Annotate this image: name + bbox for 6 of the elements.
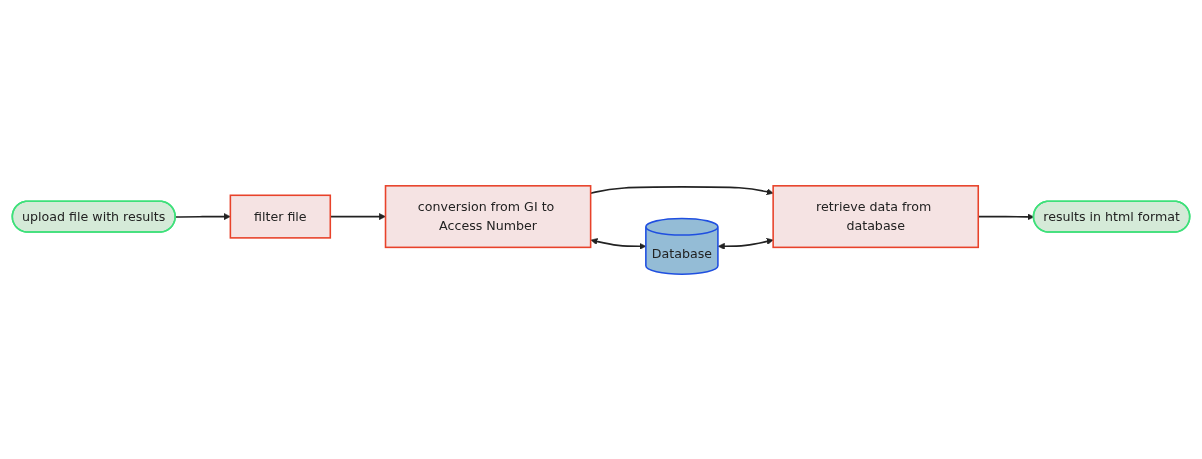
arrow	[590, 237, 647, 250]
node-box: retrieve data from database	[772, 184, 980, 248]
node-box: conversion from GI to Access Number	[384, 184, 592, 248]
arrow	[717, 237, 774, 250]
arrow	[174, 212, 231, 220]
node-box: filter file	[229, 194, 332, 239]
